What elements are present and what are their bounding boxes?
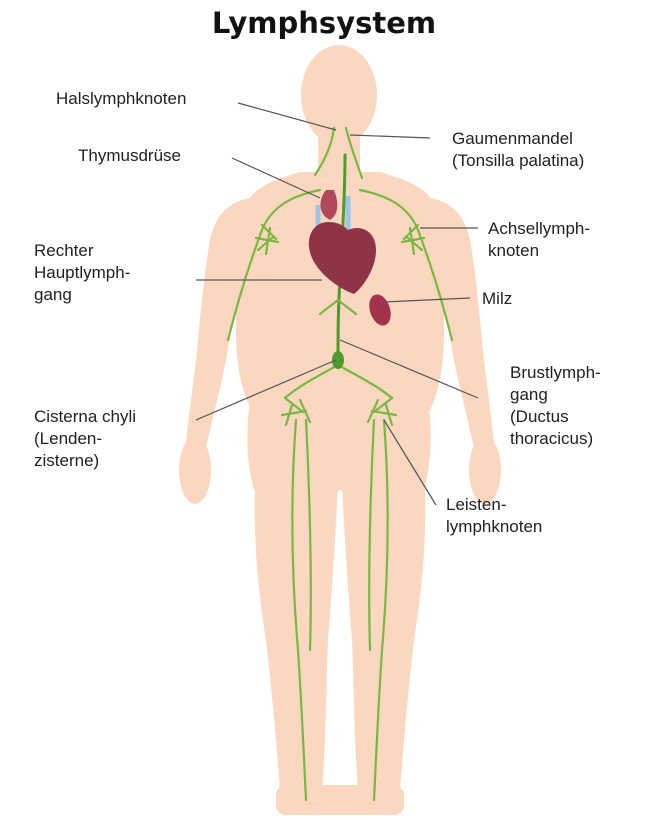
label-leistenlymphknoten: Leisten- lymphknoten: [446, 494, 542, 538]
diagram-title: Lymphsystem: [0, 6, 648, 40]
left-hand: [179, 436, 211, 504]
label-brustlymphgang: Brustlymph- gang (Ductus thoracicus): [510, 362, 601, 450]
label-gaumenmandel: Gaumenmandel (Tonsilla palatina): [452, 128, 584, 172]
label-achsellymphknoten: Achsellymph- knoten: [488, 218, 590, 262]
label-thymusdruese: Thymusdrüse: [78, 145, 181, 167]
label-halslymphknoten: Halslymphknoten: [56, 88, 186, 110]
label-cisterna-chyli: Cisterna chyli (Lenden- zisterne): [34, 406, 136, 472]
leader-gaumenmandel: [350, 135, 430, 138]
feet: [276, 785, 404, 815]
cisterna-chyli: [332, 351, 344, 369]
label-milz: Milz: [482, 288, 512, 310]
label-rechter-hauptlymphgang: Rechter Hauptlymph- gang: [34, 240, 130, 306]
